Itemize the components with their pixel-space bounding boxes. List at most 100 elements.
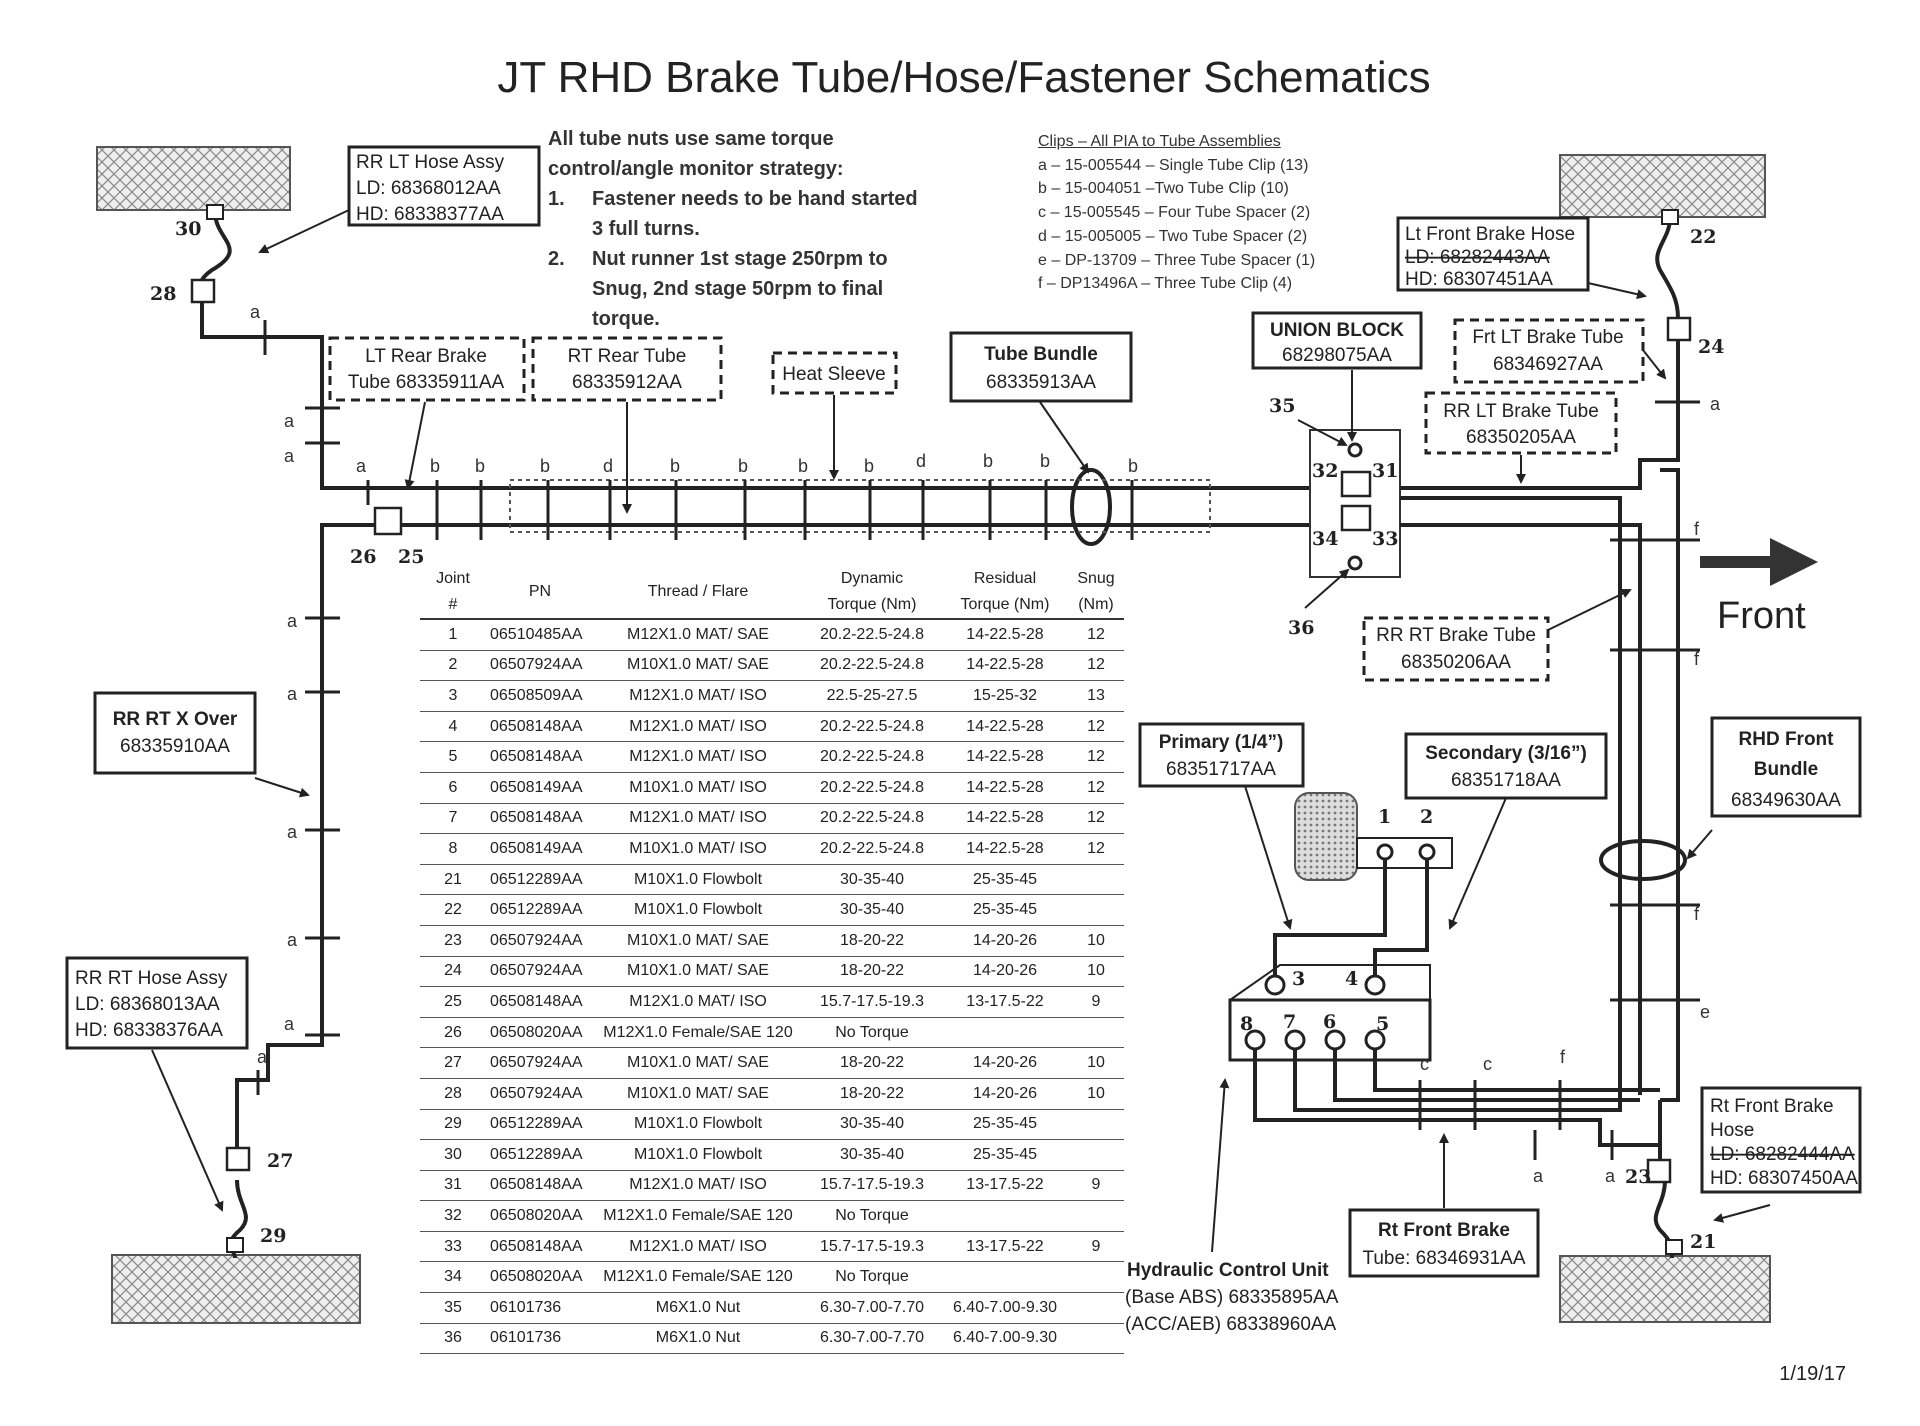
cell-joint: 7 <box>420 803 486 835</box>
cell-pn: 06508149AA <box>486 833 594 865</box>
cell-dynamic: 20.2-22.5-24.8 <box>802 833 942 865</box>
callout-secondary: Secondary (3/16”) 68351718AA <box>1404 732 1608 930</box>
cell-dynamic: 20.2-22.5-24.8 <box>802 619 942 651</box>
svg-text:a: a <box>284 411 295 431</box>
svg-text:33: 33 <box>1372 528 1398 550</box>
cell-residual <box>942 1200 1068 1232</box>
cell-thread: M10X1.0 Flowbolt <box>594 894 802 926</box>
svg-text:RR RT Brake Tube: RR RT Brake Tube <box>1376 625 1536 646</box>
cell-joint: 35 <box>420 1292 486 1324</box>
cell-snug: 12 <box>1068 772 1124 804</box>
cell-dynamic: 20.2-22.5-24.8 <box>802 711 942 743</box>
cell-snug <box>1068 1109 1124 1141</box>
cell-dynamic: No Torque <box>802 1261 942 1294</box>
svg-text:Tube: 68346931AA: Tube: 68346931AA <box>1362 1248 1525 1269</box>
clip-letters: a a a a b b b d b b b b d b b b a a a a … <box>250 302 1721 1186</box>
col-joint: Joint# <box>420 566 486 620</box>
cell-thread: M10X1.0 MAT/ SAE <box>594 650 802 682</box>
cell-dynamic: 20.2-22.5-24.8 <box>802 650 942 682</box>
svg-text:a: a <box>1710 394 1721 414</box>
cell-dynamic: 30-35-40 <box>802 894 942 926</box>
cell-residual: 13-17.5-22 <box>942 1231 1068 1263</box>
cell-thread: M12X1.0 MAT/ ISO <box>594 1231 802 1263</box>
svg-text:24: 24 <box>1698 336 1724 358</box>
svg-text:7: 7 <box>1283 1011 1296 1033</box>
cell-thread: M12X1.0 MAT/ ISO <box>594 1170 802 1202</box>
svg-text:35: 35 <box>1269 395 1295 417</box>
svg-text:b: b <box>738 456 748 476</box>
svg-text:68351717AA: 68351717AA <box>1166 759 1276 780</box>
cell-thread: M10X1.0 MAT/ ISO <box>594 833 802 865</box>
cell-joint: 27 <box>420 1047 486 1079</box>
cell-snug: 10 <box>1068 1047 1124 1079</box>
cell-dynamic: 6.30-7.00-7.70 <box>802 1323 942 1355</box>
svg-text:(Base ABS) 68335895AA: (Base ABS) 68335895AA <box>1125 1287 1339 1308</box>
master-cylinder-body <box>1356 837 1453 869</box>
cell-snug <box>1068 864 1124 896</box>
svg-text:68335910AA: 68335910AA <box>120 736 230 757</box>
torque-note-item1-a: Fastener needs to be hand started <box>592 188 918 210</box>
svg-text:68298075AA: 68298075AA <box>1282 345 1392 366</box>
svg-text:LD: 68368012AA: LD: 68368012AA <box>356 178 501 199</box>
tube-bundle-sleeve <box>1070 468 1112 546</box>
torque-note-item2-b: Snug, 2nd stage 50rpm to final <box>592 278 884 300</box>
clips-legend: Clips – All PIA to Tube Assemblies a – 1… <box>1038 130 1315 296</box>
cell-dynamic: No Torque <box>802 1200 942 1232</box>
cell-snug: 9 <box>1068 1231 1124 1263</box>
callout-union-block: UNION BLOCK 68298075AA <box>1251 311 1423 609</box>
torque-note-item1-num: 1. <box>548 188 565 210</box>
svg-text:a: a <box>284 1014 295 1034</box>
tube-rr-rt-xover <box>235 523 380 1148</box>
cell-joint: 33 <box>420 1231 486 1263</box>
cell-dynamic: No Torque <box>802 1017 942 1049</box>
callout-rr-rt-hose: RR RT Hose Assy LD: 68368013AA HD: 68338… <box>65 956 249 1212</box>
cell-pn: 06508149AA <box>486 772 594 804</box>
callout-rr-lt-brake-tube: RR LT Brake Tube 68350205AA <box>1424 391 1618 484</box>
cell-joint: 28 <box>420 1078 486 1110</box>
cell-residual: 14-20-26 <box>942 956 1068 988</box>
cell-thread: M12X1.0 MAT/ ISO <box>594 711 802 743</box>
svg-text:b: b <box>670 456 680 476</box>
cell-dynamic: 30-35-40 <box>802 1139 942 1171</box>
svg-text:Rt Front Brake: Rt Front Brake <box>1710 1096 1834 1117</box>
cell-thread: M12X1.0 MAT/ SAE <box>594 619 802 651</box>
svg-text:b: b <box>475 456 485 476</box>
torque-note: All tube nuts use same torque control/an… <box>548 124 968 334</box>
cell-dynamic: 20.2-22.5-24.8 <box>802 803 942 835</box>
cell-snug <box>1068 1139 1124 1171</box>
cell-joint: 6 <box>420 772 486 804</box>
svg-text:b: b <box>1128 456 1138 476</box>
svg-text:d: d <box>916 451 926 471</box>
hcu-body <box>1228 998 1432 1062</box>
svg-text:a: a <box>287 684 298 704</box>
cell-thread: M12X1.0 MAT/ ISO <box>594 680 802 712</box>
svg-text:HD: 68307450AA: HD: 68307450AA <box>1710 1168 1858 1189</box>
tube-lt-rear <box>200 300 1310 490</box>
callout-rr-rt-brake-tube: RR RT Brake Tube 68350206AA <box>1362 589 1632 682</box>
svg-text:a: a <box>1533 1166 1544 1186</box>
svg-text:f: f <box>1694 519 1700 539</box>
svg-text:25: 25 <box>398 546 424 568</box>
svg-text:Bundle: Bundle <box>1754 759 1818 780</box>
svg-text:Frt LT Brake Tube: Frt LT Brake Tube <box>1472 327 1623 348</box>
svg-text:f: f <box>1560 1047 1566 1067</box>
svg-text:d: d <box>603 456 613 476</box>
cell-residual: 13-17.5-22 <box>942 986 1068 1018</box>
svg-text:68335913AA: 68335913AA <box>986 372 1096 393</box>
cell-residual: 14-22.5-28 <box>942 772 1068 804</box>
callout-rt-front-brake-tube: Rt Front Brake Tube: 68346931AA <box>1348 1133 1540 1278</box>
clip-marks <box>256 320 1700 1160</box>
svg-text:b: b <box>864 456 874 476</box>
callout-rr-rt-x-over: RR RT X Over 68335910AA <box>93 691 310 798</box>
cell-residual: 25-35-45 <box>942 864 1068 896</box>
